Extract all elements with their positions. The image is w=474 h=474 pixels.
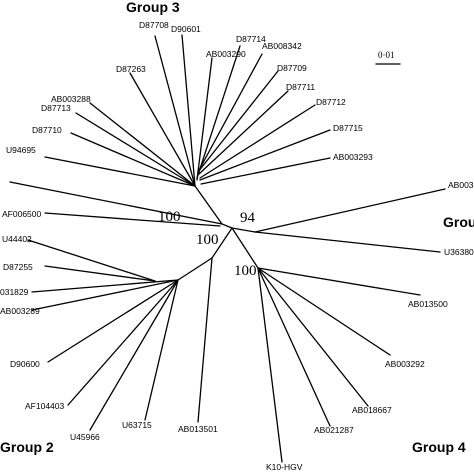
branch-031829 [31, 279, 179, 293]
leaf-label: D87712 [316, 97, 346, 107]
leaf-label: U36380 [444, 247, 474, 257]
branch-AB003290 [196, 57, 213, 181]
branch-U94695 [44, 156, 196, 187]
leaf-label: U63715 [122, 420, 152, 430]
leaf-label: AB018667 [352, 405, 392, 415]
branch-D90600 [47, 279, 179, 363]
leaf-label: AB021287 [314, 425, 354, 435]
branch-group2-sub [177, 257, 213, 281]
branch-AB003292 [257, 267, 391, 356]
branch-U45966 [89, 279, 179, 431]
bootstrap-value: 100 [196, 232, 219, 248]
branch-AB008342 [197, 53, 263, 173]
leaf-label: D87255 [3, 262, 33, 272]
leaf-label: D87708 [139, 20, 169, 30]
branch-group1-stem [231, 227, 256, 233]
branch-AB003289 [31, 279, 179, 311]
bootstrap-value: 94 [240, 210, 256, 226]
leaf-label: D87713 [41, 103, 71, 113]
branch-D87713 [75, 112, 196, 187]
leaf-label: AB003288 [51, 94, 91, 104]
leaf-label: D87711 [286, 82, 315, 92]
branch-AB018667 [257, 267, 369, 407]
group-label-4: Group 4 [412, 439, 466, 455]
bootstrap-value: 100 [234, 263, 257, 279]
group-label-3: Group 3 [126, 0, 180, 15]
bootstrap-value: 100 [158, 209, 181, 225]
leaf-label: U45966 [70, 432, 100, 442]
branch-AB003293 [200, 157, 331, 185]
leaf-label: AB003292 [385, 359, 425, 369]
branch-AB003 [254, 188, 446, 233]
leaf-label: AB013501 [178, 424, 218, 434]
branch-D90601 [181, 34, 196, 187]
branch-AB003288 [89, 102, 196, 187]
branch-central-left [9, 181, 223, 225]
branch-AB021287 [257, 267, 331, 427]
branch-D87715 [199, 129, 331, 181]
leaf-label: AB013500 [408, 299, 448, 309]
branch-K10-HGV [257, 267, 283, 463]
scale-bar-label: 0·01 [378, 50, 395, 60]
leaf-label: D87710 [32, 125, 62, 135]
branch-group4-stem [231, 227, 259, 269]
group-label-1: Grou [443, 214, 474, 230]
leaf-label: AB003293 [333, 152, 373, 162]
leaf-label: K10-HGV [266, 462, 303, 472]
leaf-label: AB003290 [206, 49, 246, 59]
leaf-label: AB008342 [262, 41, 302, 51]
leaf-label: D87263 [116, 64, 146, 74]
branch-AB013500 [257, 267, 421, 296]
branch-D87255 [44, 265, 156, 282]
branch-D87712 [199, 104, 316, 179]
branch-D87710 [70, 132, 196, 187]
leaf-label: D90600 [10, 359, 40, 369]
leaf-label: U44402 [2, 234, 32, 244]
branch-group2-stem [211, 227, 233, 259]
leaf-label: AB003 [448, 180, 474, 190]
leaf-label: D87709 [277, 63, 307, 73]
leaf-label: 031829 [0, 287, 29, 297]
branch-D87711 [198, 90, 289, 175]
branch-D87263 [129, 72, 196, 187]
branch-AF104403 [67, 279, 179, 406]
branch-AB013501 [197, 257, 213, 423]
branch-U36380 [254, 231, 441, 253]
leaf-label: D90601 [171, 24, 201, 34]
leaf-label: AF104403 [25, 401, 64, 411]
leaf-label: D87715 [333, 123, 363, 133]
branch-D87714 [196, 45, 241, 179]
leaf-label: U94695 [6, 145, 36, 155]
branch-D87709 [197, 70, 279, 173]
branch-central-right [221, 223, 233, 229]
leaf-label: D87714 [236, 34, 266, 44]
branch-U63715 [144, 279, 179, 421]
group-label-2: Group 2 [0, 439, 54, 455]
leaf-label: AF006500 [2, 209, 41, 219]
branch-group3-stem [194, 185, 223, 225]
branch-D87708 [154, 35, 196, 187]
branch-AF006500 [44, 212, 221, 227]
branch-U44402 [27, 239, 156, 282]
leaf-label: AB003289 [0, 306, 40, 316]
